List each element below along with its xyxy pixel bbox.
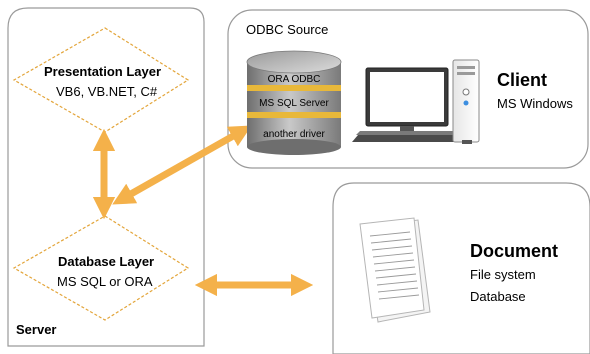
database-layer-title: Database Layer (58, 254, 155, 269)
driver-label-1: MS SQL Server (259, 98, 329, 109)
presentation-layer-title: Presentation Layer (44, 64, 162, 79)
document-stack-icon (359, 217, 431, 323)
document-line-file-system: File system (470, 267, 536, 282)
driver-label-0: ORA ODBC (268, 74, 321, 85)
database-cylinder-icon (246, 50, 342, 155)
arrow-odbc-server (112, 125, 252, 205)
driver-label-2: another driver (263, 129, 325, 140)
document-line-database: Database (470, 289, 526, 304)
document-title: Document (470, 241, 559, 261)
client-subtitle: MS Windows (497, 96, 573, 111)
presentation-layer-subtitle: VB6, VB.NET, C# (56, 84, 158, 99)
database-layer-subtitle: MS SQL or ORA (57, 274, 153, 289)
server-label: Server (16, 322, 57, 337)
client-title: Client (497, 70, 548, 90)
desktop-computer-icon (352, 59, 480, 144)
database-layer-diamond (12, 215, 190, 321)
odbc-source-label: ODBC Source (246, 22, 329, 37)
